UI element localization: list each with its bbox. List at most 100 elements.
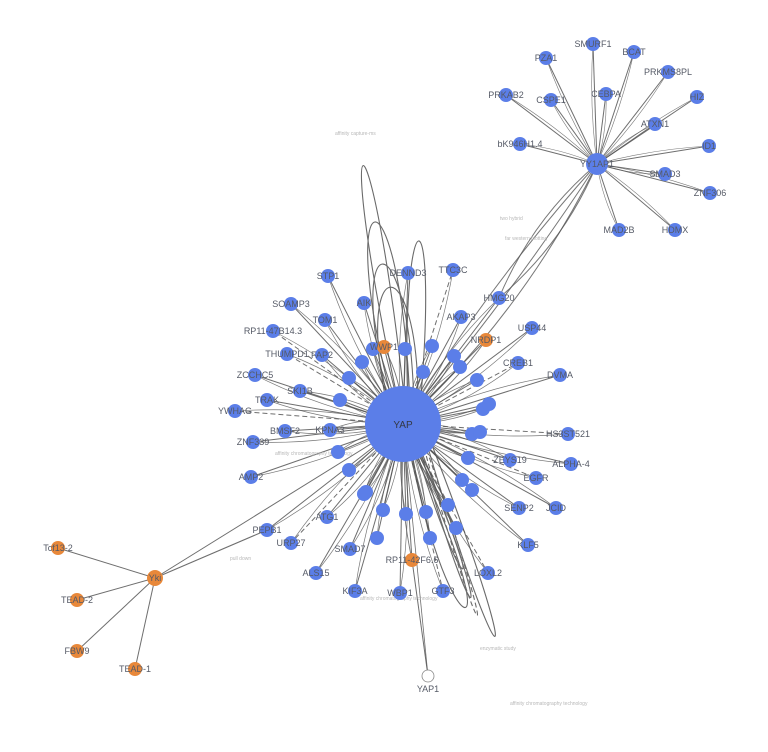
node-circle[interactable]	[398, 342, 412, 356]
node-circle[interactable]	[702, 139, 716, 153]
node-circle[interactable]	[446, 263, 460, 277]
node-circle[interactable]	[70, 644, 84, 658]
node-circle[interactable]	[280, 347, 294, 361]
node-hs3st521[interactable]	[561, 427, 575, 441]
node-unlabeled[interactable]	[455, 473, 469, 487]
node-unlabeled[interactable]	[482, 397, 496, 411]
node-circle[interactable]	[320, 510, 334, 524]
node-hmg20[interactable]	[492, 291, 506, 305]
node-rp11-42f6-6[interactable]	[405, 553, 419, 567]
node-circle[interactable]	[421, 669, 435, 683]
node-unlabeled[interactable]	[461, 451, 475, 465]
node-circle[interactable]	[544, 93, 558, 107]
node-circle[interactable]	[260, 523, 274, 537]
node-cebpa[interactable]	[599, 87, 613, 101]
node-circle[interactable]	[266, 324, 280, 338]
node-circle[interactable]	[453, 360, 467, 374]
node-ywhag[interactable]	[228, 404, 242, 418]
node-circle[interactable]	[333, 393, 347, 407]
node-pepb1[interactable]	[260, 523, 274, 537]
node-circle[interactable]	[449, 521, 463, 535]
node-unlabeled[interactable]	[419, 505, 433, 519]
node-unlabeled[interactable]	[423, 531, 437, 545]
node-nrdp1[interactable]	[479, 333, 493, 347]
node-circle[interactable]	[454, 310, 468, 324]
node-circle[interactable]	[599, 87, 613, 101]
node-hiz[interactable]	[690, 90, 704, 104]
node-circle[interactable]	[370, 531, 384, 545]
node-circle[interactable]	[586, 153, 608, 175]
node-circle[interactable]	[499, 88, 513, 102]
node-als15[interactable]	[309, 566, 323, 580]
node-circle[interactable]	[470, 373, 484, 387]
node-circle[interactable]	[248, 368, 262, 382]
node-yap1[interactable]	[421, 669, 435, 683]
node-circle[interactable]	[447, 349, 461, 363]
node-fap2[interactable]	[315, 348, 329, 362]
node-circle[interactable]	[128, 662, 142, 676]
node-alpha-4[interactable]	[564, 457, 578, 471]
node-circle[interactable]	[658, 167, 672, 181]
node-circle[interactable]	[479, 333, 493, 347]
node-bmsf2[interactable]	[278, 424, 292, 438]
node-znf306[interactable]	[703, 186, 717, 200]
node-unlabeled[interactable]	[473, 425, 487, 439]
node-circle[interactable]	[529, 471, 543, 485]
node-circle[interactable]	[323, 423, 337, 437]
node-tom1[interactable]	[318, 313, 332, 327]
node-unlabeled[interactable]	[447, 349, 461, 363]
node-aik[interactable]	[357, 296, 371, 310]
node-yki[interactable]	[147, 570, 163, 586]
node-cspe1[interactable]	[544, 93, 558, 107]
node-circle[interactable]	[343, 542, 357, 556]
node-circle[interactable]	[521, 538, 535, 552]
node-unlabeled[interactable]	[370, 531, 384, 545]
node-circle[interactable]	[425, 339, 439, 353]
node-akap3[interactable]	[454, 310, 468, 324]
node-egfr[interactable]	[529, 471, 543, 485]
node-smurf1[interactable]	[586, 37, 600, 51]
node-amp2[interactable]	[244, 470, 258, 484]
node-loxl2[interactable]	[481, 566, 495, 580]
node-circle[interactable]	[512, 501, 526, 515]
node-circle[interactable]	[359, 485, 373, 499]
node-unlabeled[interactable]	[342, 463, 356, 477]
node-circle[interactable]	[293, 384, 307, 398]
node-tcf13-2[interactable]	[51, 541, 65, 555]
node-circle[interactable]	[441, 498, 455, 512]
node-fbw9[interactable]	[70, 644, 84, 658]
node-dennd3[interactable]	[401, 266, 415, 280]
node-unlabeled[interactable]	[441, 498, 455, 512]
node-circle[interactable]	[668, 223, 682, 237]
node-circle[interactable]	[539, 51, 553, 65]
node-circle[interactable]	[465, 483, 479, 497]
node-znf339[interactable]	[246, 435, 260, 449]
node-zcchc5[interactable]	[248, 368, 262, 382]
node-circle[interactable]	[436, 584, 450, 598]
node-circle[interactable]	[513, 137, 527, 151]
node-circle[interactable]	[561, 427, 575, 441]
node-unlabeled[interactable]	[342, 371, 356, 385]
node-circle[interactable]	[419, 505, 433, 519]
node-circle[interactable]	[399, 507, 413, 521]
node-prkms8pl[interactable]	[661, 65, 675, 79]
node-circle[interactable]	[342, 463, 356, 477]
node-urp27[interactable]	[284, 536, 298, 550]
node-rp11-47b14-3[interactable]	[266, 324, 280, 338]
node-stp1[interactable]	[321, 269, 335, 283]
node-circle[interactable]	[473, 425, 487, 439]
node-unlabeled[interactable]	[331, 445, 345, 459]
node-senp2[interactable]	[512, 501, 526, 515]
node-bcat[interactable]	[627, 45, 641, 59]
node-circle[interactable]	[481, 566, 495, 580]
node-circle[interactable]	[228, 404, 242, 418]
node-bk946h1-4[interactable]	[513, 137, 527, 151]
node-circle[interactable]	[260, 393, 274, 407]
node-circle[interactable]	[455, 473, 469, 487]
node-klf5[interactable]	[521, 538, 535, 552]
node-thumpd1[interactable]	[280, 347, 294, 361]
node-circle[interactable]	[586, 37, 600, 51]
node-atg1[interactable]	[320, 510, 334, 524]
node-unlabeled[interactable]	[355, 355, 369, 369]
node-zeys19[interactable]	[503, 453, 517, 467]
